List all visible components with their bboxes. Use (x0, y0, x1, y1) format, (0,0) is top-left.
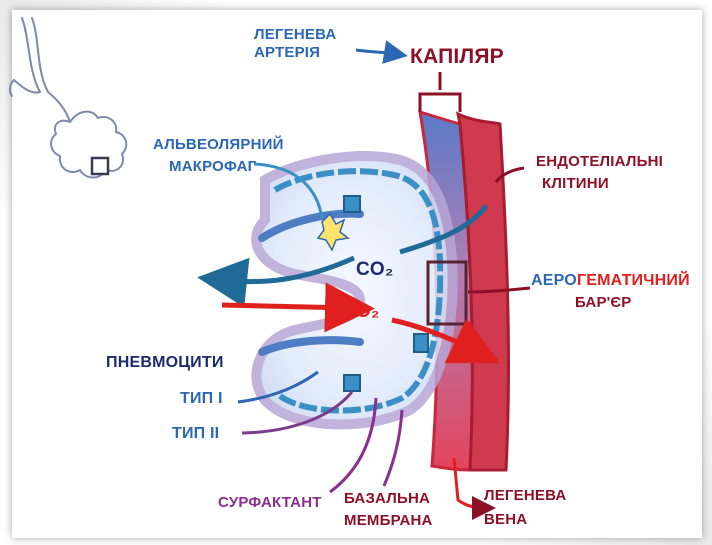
o2-label: O₂ (356, 300, 380, 323)
barrier-aero: АЕРО (531, 272, 577, 289)
capillary-bracket (420, 94, 460, 112)
barrier-line2: БАР'ЄР (531, 294, 690, 312)
artery-pointer (356, 50, 396, 54)
pulmonary-artery-line2: АРТЕРІЯ (254, 44, 336, 62)
endothelial-line2: КЛІТИНИ (536, 175, 663, 193)
pulmonary-artery-line1: ЛЕГЕНЕВА (254, 26, 336, 44)
pulmonary-vein-line2: ВЕНА (484, 511, 566, 529)
macrophage-line1: АЛЬВЕОЛЯРНИЙ (153, 136, 284, 154)
pneumocytes-label: ПНЕВМОЦИТИ (106, 353, 224, 373)
pulmonary-vein-line1: ЛЕГЕНЕВА (484, 487, 566, 505)
endothelial-line1: ЕНДОТЕЛІАЛЬНІ (536, 153, 663, 171)
basal-line2: МЕМБРАНА (344, 512, 433, 530)
o2-arrow (222, 305, 350, 308)
type2-label: ТИП II (172, 424, 219, 444)
type1-label: ТИП I (180, 389, 223, 409)
pulmonary-artery-label: ЛЕГЕНЕВА АРТЕРІЯ (254, 26, 336, 63)
surfactant-label: СУРФАКТАНТ (218, 494, 322, 512)
barrier-hemat: ГЕМАТИЧНИЙ (577, 272, 690, 289)
basal-membrane-label: БАЗАЛЬНА МЕМБРАНА (344, 490, 433, 531)
basal-line1: БАЗАЛЬНА (344, 490, 433, 508)
co2-label: CO₂ (356, 258, 394, 281)
pulmonary-vein-label: ЛЕГЕНЕВА ВЕНА (484, 487, 566, 530)
macrophage-line2: МАКРОФАГ (153, 158, 284, 176)
capillary-label: КАПІЛЯР (410, 44, 504, 70)
endothelial-label: ЕНДОТЕЛІАЛЬНІ КЛІТИНИ (536, 153, 663, 194)
lung-thumbnail (10, 18, 126, 178)
barrier-label: АЕРОГЕМАТИЧНИЙ БАР'ЄР (531, 271, 690, 312)
alveolus (256, 156, 466, 424)
macrophage-label: АЛЬВЕОЛЯРНИЙ МАКРОФАГ (153, 136, 284, 177)
